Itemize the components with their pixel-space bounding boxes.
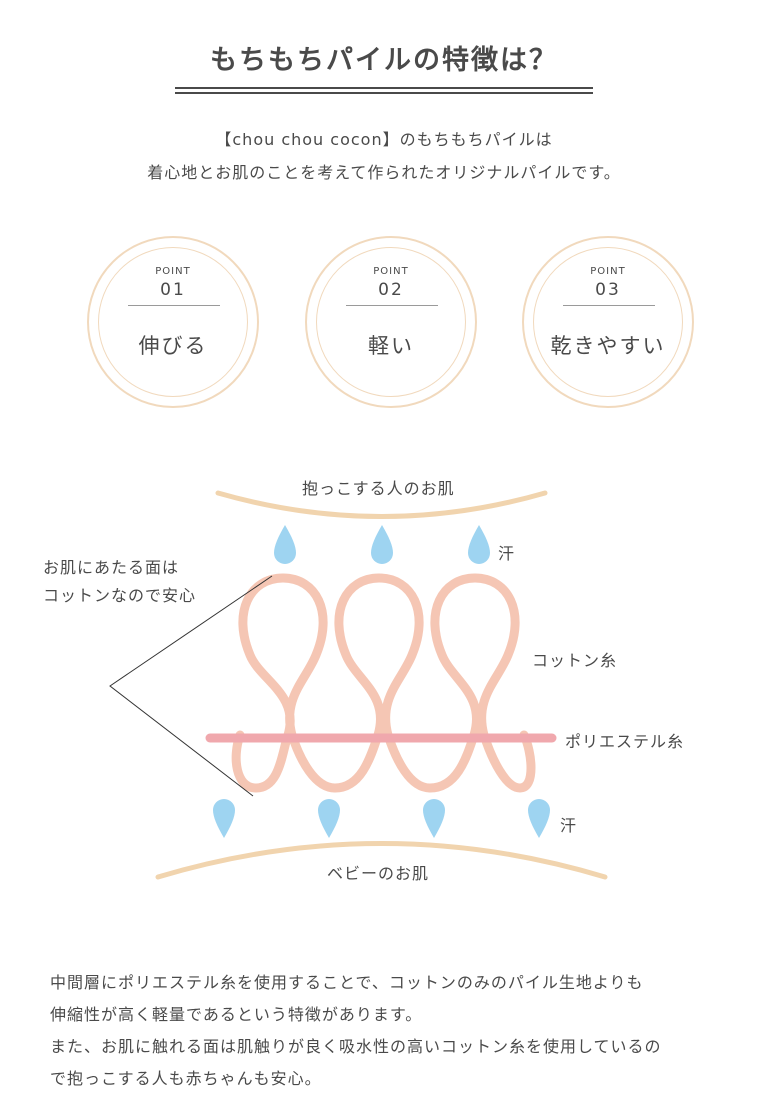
contact-note-line-2: コットンなので安心 xyxy=(43,586,197,605)
pointer-lines xyxy=(109,575,273,797)
point-divider xyxy=(346,305,438,306)
body-line-2: 伸縮性が高く軽量であるという特徴があります。 xyxy=(50,1005,423,1024)
point-circle-02: POINT 02 軽い xyxy=(305,236,477,408)
top-skin-label: 抱っこする人のお肌 xyxy=(302,479,455,498)
point-circle-01: POINT 01 伸びる xyxy=(87,236,259,408)
droplet-icon xyxy=(318,799,340,838)
point-label: POINT xyxy=(155,266,191,277)
droplet-icon xyxy=(423,799,445,838)
title-underline-bottom xyxy=(175,92,593,94)
droplet-icon xyxy=(468,525,490,564)
point-feature: 乾きやすい xyxy=(550,334,666,358)
body-line-4: で抱っこする人も赤ちゃんも安心。 xyxy=(50,1069,322,1088)
intro-line-1: 【chou chou cocon】のもちもちパイルは xyxy=(215,130,553,149)
cotton-loop-1 xyxy=(231,573,340,793)
droplet-icon xyxy=(371,525,393,564)
cotton-thread-label: コットン糸 xyxy=(532,651,618,670)
body-line-3: また、お肌に触れる面は肌触りが良く吸水性の高いコットン糸を使用しているの xyxy=(50,1037,662,1056)
page-title: もちもちパイルの特徴は？ xyxy=(210,45,558,76)
droplet-icon xyxy=(213,799,235,838)
title-underline-top xyxy=(175,87,593,89)
point-circle-03: POINT 03 乾きやすい xyxy=(522,236,694,408)
sweat-top-label: 汗 xyxy=(498,544,516,563)
polyester-thread-label: ポリエステル糸 xyxy=(565,732,685,751)
point-label: POINT xyxy=(373,266,409,277)
droplet-icon xyxy=(274,525,296,564)
point-divider xyxy=(128,305,220,306)
bottom-skin-label: ベビーのお肌 xyxy=(327,864,430,883)
contact-note-line-1: お肌にあたる面は xyxy=(43,558,180,577)
cotton-loop-3 xyxy=(425,573,536,793)
cotton-loop-2 xyxy=(330,573,435,793)
point-label: POINT xyxy=(590,266,626,277)
point-divider xyxy=(563,305,655,306)
point-number: 03 xyxy=(595,280,621,300)
body-line-1: 中間層にポリエステル糸を使用することで、コットンのみのパイル生地よりも xyxy=(50,973,644,992)
point-inner-ring xyxy=(316,247,466,397)
bottom-skin-curve xyxy=(155,841,608,880)
point-inner-ring xyxy=(98,247,248,397)
point-feature: 軽い xyxy=(368,334,414,358)
point-feature: 伸びる xyxy=(138,334,208,358)
point-number: 01 xyxy=(160,280,186,300)
top-skin-curve xyxy=(215,490,548,519)
droplet-icon xyxy=(528,799,550,838)
intro-line-2: 着心地とお肌のことを考えて作られたオリジナルパイルです。 xyxy=(147,163,621,182)
point-inner-ring xyxy=(533,247,683,397)
point-number: 02 xyxy=(378,280,404,300)
sweat-bottom-label: 汗 xyxy=(560,816,578,835)
